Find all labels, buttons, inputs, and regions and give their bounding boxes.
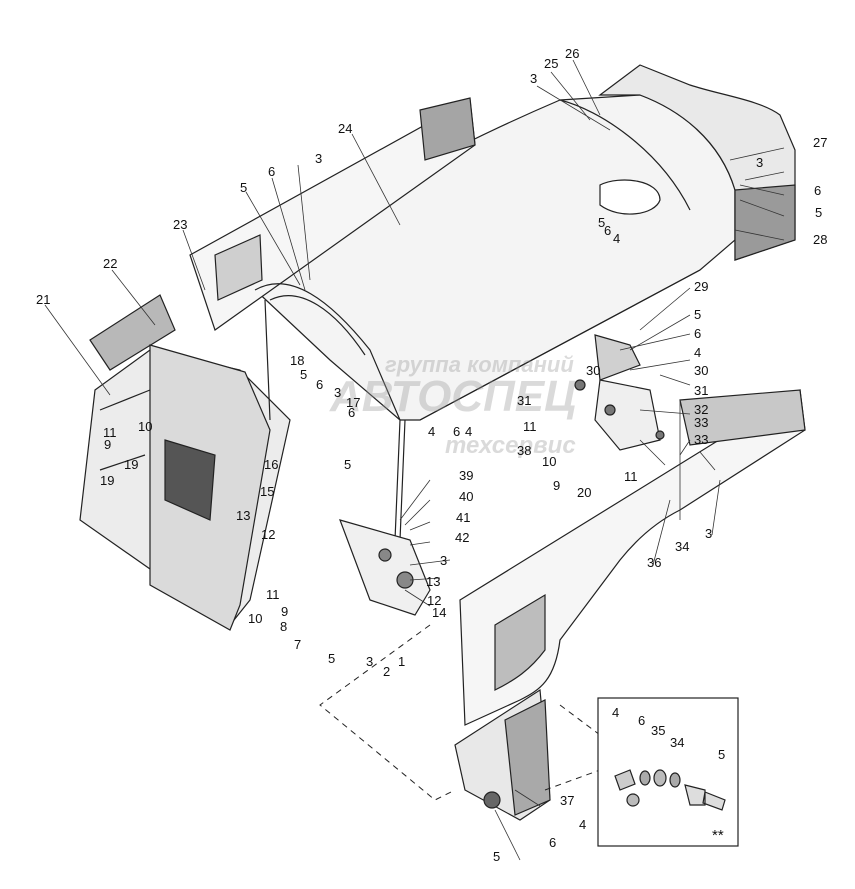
callout-label: 13 (236, 508, 251, 523)
callout-label: 5 (300, 367, 308, 382)
callout-label: 41 (456, 510, 471, 525)
callout-label: 6 (453, 424, 461, 439)
hinge-bracket (339, 519, 431, 616)
callout-label: 5 (493, 849, 501, 864)
callout-label: 42 (455, 530, 470, 545)
callout-label: 4 (612, 705, 620, 720)
callout-label: 9 (281, 604, 289, 619)
callout-label: 27 (813, 135, 828, 150)
latch-assembly (574, 334, 665, 451)
callout-label: 35 (651, 723, 666, 738)
callout-label: 5 (328, 651, 336, 666)
callout-label: 4 (694, 345, 702, 360)
callout-label: 34 (670, 735, 685, 750)
callout-label: 8 (280, 619, 288, 634)
detail-box (597, 697, 739, 847)
callout-label: 30 (586, 363, 601, 378)
callout-label: 7 (294, 637, 302, 652)
right-side-panel (459, 388, 806, 726)
callout-label: 4 (465, 424, 473, 439)
callout-label: 37 (560, 793, 575, 808)
callout-label: 6 (316, 377, 324, 392)
callout-label: 6 (348, 405, 356, 420)
callout-label: 5 (815, 205, 823, 220)
callout-label: 28 (813, 232, 828, 247)
callout-label: 19 (100, 473, 115, 488)
callout-label: 5 (598, 215, 606, 230)
callout-label: 10 (542, 454, 557, 469)
callout-label: 11 (624, 469, 638, 484)
callout-label: 14 (432, 605, 447, 620)
callout-label: 4 (613, 231, 621, 246)
callout-label: 1 (398, 654, 406, 669)
callout-label: 31 (694, 383, 709, 398)
callout-label: 13 (426, 574, 441, 589)
detail-mark: ** (712, 827, 724, 844)
callout-label: 24 (338, 121, 353, 136)
callout-label: 21 (36, 292, 51, 307)
leader-lines (44, 59, 785, 861)
watermark-line1: группа компаний (385, 352, 574, 377)
callout-label: 4 (579, 817, 587, 832)
callout-label: 17 (346, 395, 361, 410)
callout-label: 34 (675, 539, 690, 554)
callout-label: 26 (565, 46, 580, 61)
callout-label: 22 (103, 256, 118, 271)
callout-label: 11 (523, 419, 537, 434)
callout-label: 23 (173, 217, 188, 232)
callout-label: 19 (124, 457, 139, 472)
callout-label: 30 (694, 363, 709, 378)
callout-label: 6 (814, 183, 822, 198)
dashed-outline (319, 624, 601, 801)
callout-label: 38 (517, 443, 532, 458)
callout-label: 5 (240, 180, 248, 195)
callout-label: 33 (694, 415, 709, 430)
front-grill (79, 294, 291, 631)
callout-label: 25 (544, 56, 559, 71)
callout-label: 36 (647, 555, 662, 570)
callout-label: 6 (549, 835, 557, 850)
callout-label: 29 (694, 279, 709, 294)
callout-label: 5 (718, 747, 726, 762)
frame-arch (254, 283, 406, 541)
callout-label: 3 (440, 553, 448, 568)
callout-label: 18 (290, 353, 305, 368)
callout-label: 4 (428, 424, 436, 439)
callout-label: 3 (530, 71, 538, 86)
callout-label: 11 (103, 425, 117, 440)
callout-label: 3 (366, 654, 374, 669)
callout-label: 5 (344, 457, 352, 472)
callout-label: 12 (261, 527, 276, 542)
callout-label: 39 (459, 468, 474, 483)
callout-label: 9 (104, 437, 112, 452)
callout-label: 11 (266, 587, 280, 602)
callout-label: 5 (694, 307, 702, 322)
callout-label: 6 (694, 326, 702, 341)
callout-label: 9 (553, 478, 561, 493)
callout-label: 20 (577, 485, 592, 500)
callout-label: 6 (638, 713, 646, 728)
watermark-line2: АВТОСПЕЦ (330, 372, 577, 421)
callout-label: 10 (248, 611, 263, 626)
callout-label: 33 (694, 432, 709, 447)
callout-label: 10 (138, 419, 153, 434)
callout-label: 6 (604, 223, 612, 238)
watermark-line3: техсервис (445, 432, 576, 459)
callout-label: 16 (264, 457, 279, 472)
callout-label: 40 (459, 489, 474, 504)
callout-label: 3 (756, 155, 764, 170)
left-side-panel (189, 97, 476, 331)
callout-label: 32 (694, 402, 709, 417)
callout-label: 12 (427, 593, 442, 608)
callout-label: 15 (260, 484, 275, 499)
callout-label: 31 (517, 393, 532, 408)
callout-label: 3 (315, 151, 323, 166)
callout-label: 2 (383, 664, 391, 679)
lower-flap (454, 688, 551, 821)
callout-label: 3 (705, 526, 713, 541)
callout-label: 6 (268, 164, 276, 179)
callout-label: 3 (334, 385, 342, 400)
